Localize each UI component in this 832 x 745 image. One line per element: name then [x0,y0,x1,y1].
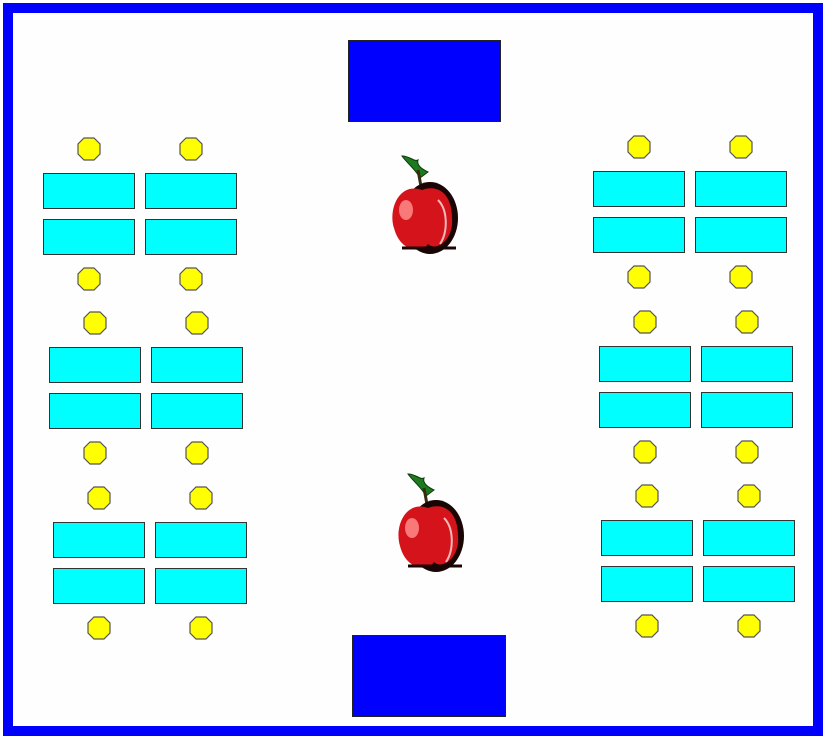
student-desk [145,219,237,255]
teacher-desk-top [348,40,501,122]
seat-octagon [635,484,659,508]
student-desk [703,566,795,602]
student-desk [53,522,145,558]
student-desk [49,347,141,383]
seat-octagon [77,267,101,291]
student-desk [601,566,693,602]
apple-icon [382,148,462,258]
seat-octagon [633,440,657,464]
student-desk [53,568,145,604]
seat-octagon [737,484,761,508]
student-desk [695,217,787,253]
seat-octagon [77,137,101,161]
seat-octagon [179,267,203,291]
apple-icon [388,466,468,576]
student-desk [43,219,135,255]
student-desk [701,346,793,382]
seat-octagon [83,311,107,335]
student-desk [695,171,787,207]
student-desk [145,173,237,209]
student-desk [155,522,247,558]
seat-octagon [627,265,651,289]
seat-octagon [735,440,759,464]
seat-octagon [179,137,203,161]
seat-octagon [627,135,651,159]
seat-octagon [185,441,209,465]
student-desk [151,347,243,383]
seat-octagon [87,486,111,510]
student-desk [599,346,691,382]
student-desk [703,520,795,556]
student-desk [151,393,243,429]
student-desk [593,217,685,253]
student-desk [43,173,135,209]
seat-octagon [633,310,657,334]
seat-octagon [737,614,761,638]
student-desk [599,392,691,428]
seat-octagon [729,135,753,159]
seat-octagon [729,265,753,289]
seat-octagon [189,616,213,640]
student-desk [593,171,685,207]
seat-octagon [87,616,111,640]
student-desk [49,393,141,429]
seat-octagon [735,310,759,334]
student-desk [155,568,247,604]
seat-octagon [635,614,659,638]
seat-octagon [185,311,209,335]
seat-octagon [83,441,107,465]
student-desk [701,392,793,428]
seat-octagon [189,486,213,510]
student-desk [601,520,693,556]
teacher-desk-bottom [352,635,506,717]
